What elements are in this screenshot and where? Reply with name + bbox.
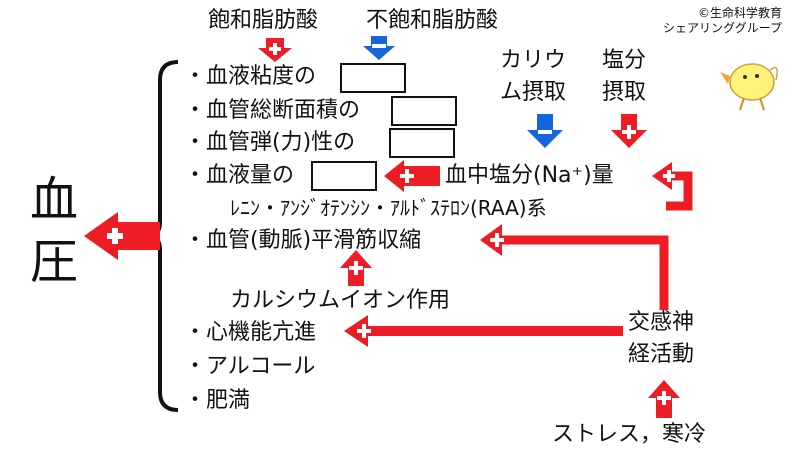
sympathetic-to-cardiac-line <box>365 326 623 336</box>
calcium-increase-arrow <box>340 250 372 286</box>
potassium-decrease-arrow <box>527 114 563 148</box>
credit-line-1: ©生命科学教育 <box>697 6 782 20</box>
blood-salt-label: 血中塩分(Na⁺)量 <box>445 163 614 188</box>
blank-box-viscosity <box>340 63 406 93</box>
salt-intake-label-2: 摂取 <box>602 80 647 105</box>
factor-blood-volume: ・血液量の <box>184 163 295 188</box>
sympathetic-to-smooth-muscle-line <box>500 235 669 310</box>
cardiac-increase-arrow <box>344 315 371 347</box>
blank-box-elasticity <box>389 128 455 158</box>
raa-system-label: ﾚﾆﾝ・ｱﾝｼﾞｵﾃﾝｼﾝ・ｱﾙﾄﾞｽﾃﾛﾝ(RAA)系 <box>230 196 547 220</box>
potassium-intake-label-2: ム摂取 <box>500 80 567 105</box>
factor-obesity: ・肥満 <box>184 388 251 413</box>
copyright-credit: ©生命科学教育 シェアリンググループ <box>663 6 782 36</box>
main-increase-arrow <box>84 212 160 260</box>
saturated-fat-label: 飽和脂肪酸 <box>208 8 319 33</box>
potassium-intake-label-1: カリウ <box>500 48 567 73</box>
factor-cardiac-function: ・心機能亢進 <box>184 320 317 345</box>
credit-line-2: シェアリンググループ <box>662 21 782 35</box>
unsaturated-fat-label: 不飽和脂肪酸 <box>366 8 499 33</box>
raa-loop-arrowhead <box>652 162 675 190</box>
blood-volume-increase-arrow <box>384 160 440 192</box>
blood-pressure-label-2: 圧 <box>30 234 79 290</box>
factor-vessel-cross-section: ・血管総断面積の <box>184 98 361 123</box>
factor-blood-viscosity: ・血液粘度の <box>184 64 317 89</box>
salt-intake-label-1: 塩分 <box>602 48 647 73</box>
sympathetic-label-2: 経活動 <box>628 342 695 367</box>
factor-vessel-elasticity: ・血管弾(力)性の <box>184 130 356 155</box>
saturated-increase-arrow <box>258 38 292 62</box>
salt-increase-arrow <box>611 114 647 148</box>
unsaturated-decrease-arrow <box>363 36 395 60</box>
calcium-ion-label: カルシウムイオン作用 <box>230 288 451 313</box>
raa-loop-connector <box>666 171 693 211</box>
stress-increase-arrow <box>648 380 680 418</box>
stress-cold-label: ストレス，寒冷 <box>552 422 707 447</box>
blood-pressure-label-1: 血 <box>30 172 79 228</box>
blank-box-cross-section <box>391 96 457 126</box>
factor-smooth-muscle: ・血管(動脈)平滑筋収縮 <box>184 228 422 253</box>
blank-box-blood-volume <box>311 161 377 191</box>
factor-alcohol: ・アルコール <box>184 354 316 379</box>
sympathetic-label-1: 交感神 <box>628 310 695 335</box>
smooth-muscle-increase-arrow <box>480 224 504 256</box>
chick-mascot-icon <box>720 63 778 111</box>
